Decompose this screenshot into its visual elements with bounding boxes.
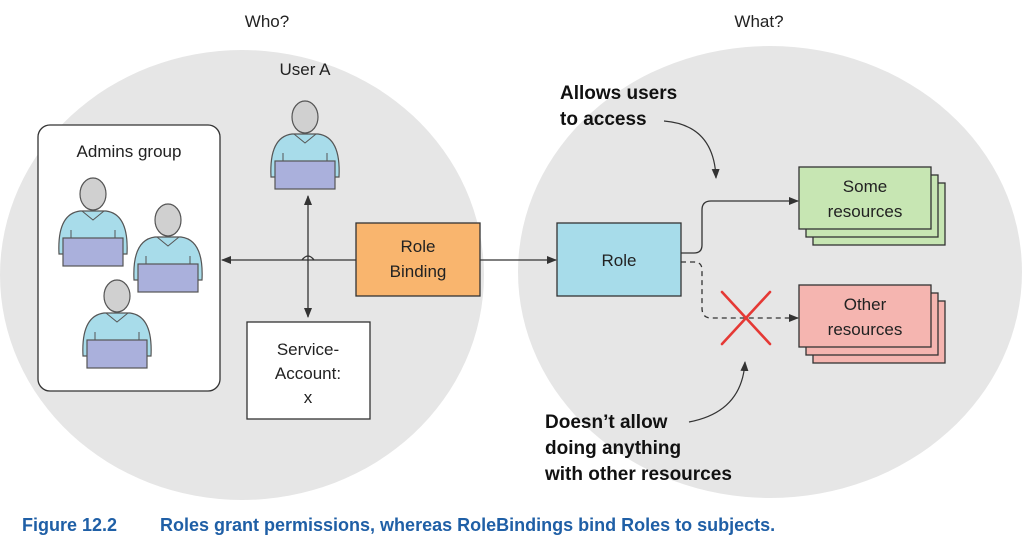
allows-note-line-2: to access — [560, 109, 647, 130]
user-a-label: User A — [279, 60, 331, 79]
who-header: Who? — [245, 12, 289, 31]
figure-number: Figure 12.2 — [22, 515, 117, 535]
some-resources-stack — [798, 166, 946, 246]
denies-note-pointer — [688, 361, 749, 423]
role-binding-line-1: Role — [401, 237, 436, 256]
some-resources-line-2: resources — [828, 202, 903, 221]
role-to-some-resources-arrow — [681, 197, 799, 254]
role-label: Role — [602, 251, 637, 270]
other-resources-line-1: Other — [844, 295, 887, 314]
what-header: What? — [734, 12, 783, 31]
some-resources-line-1: Some — [843, 177, 887, 196]
service-account-line-3: x — [304, 388, 313, 407]
admins-group-label: Admins group — [77, 142, 182, 161]
role-binding-line-2: Binding — [390, 262, 447, 281]
allows-note-line-1: Allows users — [560, 83, 677, 104]
deny-cross-icon — [720, 290, 772, 346]
other-resources-stack — [798, 284, 946, 364]
binding-connectors — [221, 195, 356, 318]
role-binding-box — [355, 222, 481, 297]
service-account-box — [246, 321, 371, 420]
figure-caption: Roles grant permissions, whereas RoleBin… — [160, 515, 775, 535]
what-ellipse — [518, 46, 1022, 498]
denies-note-line-1: Doesn’t allow — [545, 412, 668, 433]
denies-note-line-3: with other resources — [544, 464, 732, 485]
role-box — [556, 222, 682, 297]
other-resources-line-2: resources — [828, 320, 903, 339]
allows-note-pointer — [663, 120, 720, 179]
denies-note-line-2: doing anything — [545, 438, 681, 459]
service-account-line-2: Account: — [275, 364, 341, 383]
service-account-line-1: Service- — [277, 340, 339, 359]
role-to-other-resources-arrow — [681, 261, 799, 322]
